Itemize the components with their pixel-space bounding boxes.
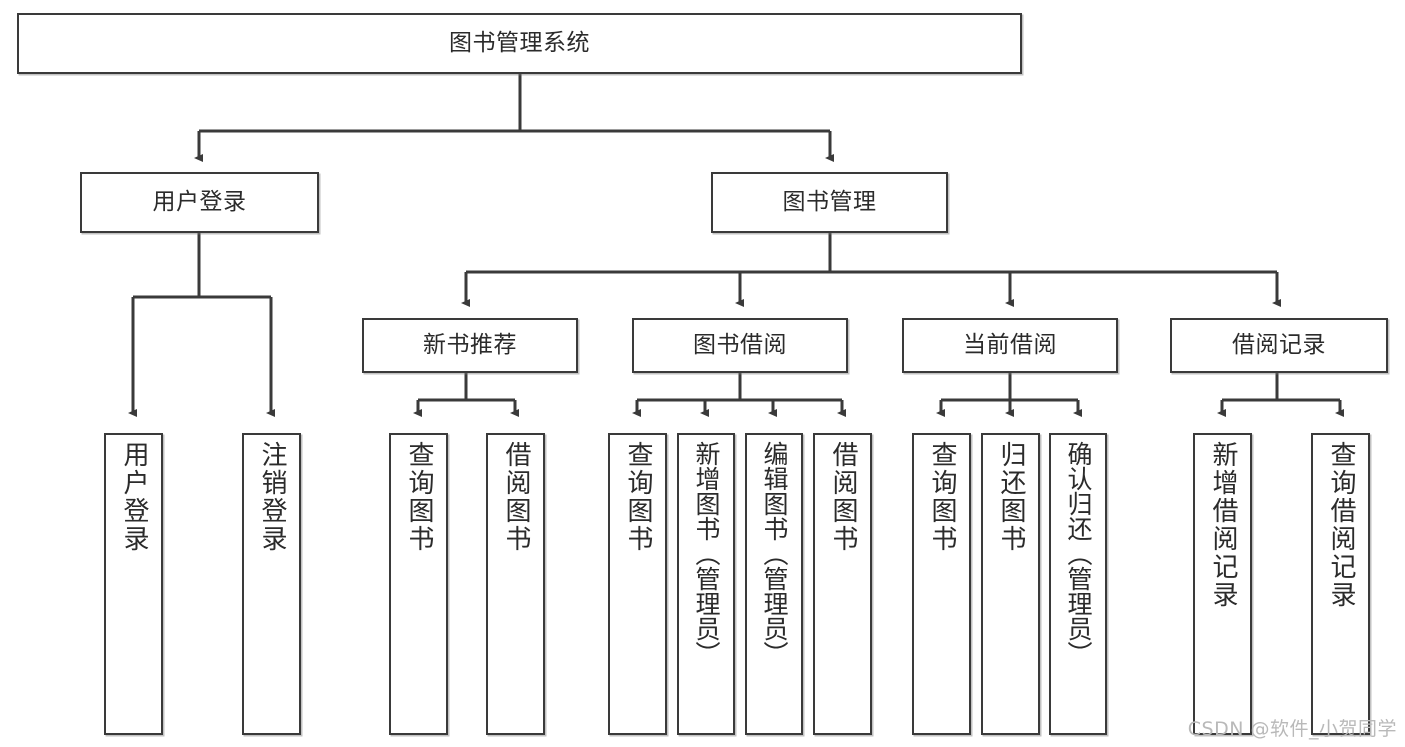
node-root-book-management-system[interactable]: 图书管理系统	[17, 13, 1022, 74]
node-label: 借阅图书	[828, 441, 859, 553]
node-label: 编辑图书（管理员）	[760, 441, 789, 666]
leaf-current-return-book[interactable]: 归还图书	[981, 433, 1040, 735]
leaf-current-query-book[interactable]: 查询图书	[912, 433, 971, 735]
node-label: 新增借阅记录	[1208, 441, 1239, 609]
node-label: 新增图书（管理员）	[692, 441, 721, 666]
node-label: 查询图书	[623, 441, 654, 553]
node-label: 借阅记录	[1232, 331, 1326, 358]
leaf-records-add-record[interactable]: 新增借阅记录	[1193, 433, 1252, 735]
leaf-records-query-record[interactable]: 查询借阅记录	[1311, 433, 1370, 735]
leaf-borrow-borrow-book[interactable]: 借阅图书	[813, 433, 872, 735]
node-borrow-records[interactable]: 借阅记录	[1170, 318, 1388, 373]
leaf-borrow-edit-book-admin[interactable]: 编辑图书（管理员）	[745, 433, 803, 735]
node-new-book-recommend[interactable]: 新书推荐	[362, 318, 578, 373]
node-label: 图书借阅	[693, 331, 787, 358]
node-label: 新书推荐	[423, 331, 517, 358]
node-label: 查询借阅记录	[1326, 441, 1357, 609]
node-book-management[interactable]: 图书管理	[711, 172, 948, 233]
leaf-borrow-add-book-admin[interactable]: 新增图书（管理员）	[677, 433, 735, 735]
node-label: 用户登录	[152, 188, 247, 215]
node-label: 借阅图书	[501, 441, 532, 553]
leaf-user-login-logout[interactable]: 注销登录	[242, 433, 301, 735]
node-label: 图书管理系统	[449, 29, 590, 56]
node-label: 确认归还（管理员）	[1064, 441, 1093, 666]
leaf-new-book-query[interactable]: 查询图书	[389, 433, 448, 735]
node-current-borrow[interactable]: 当前借阅	[902, 318, 1118, 373]
node-label: 归还图书	[996, 441, 1027, 553]
leaf-new-book-borrow[interactable]: 借阅图书	[486, 433, 545, 735]
leaf-user-login-login[interactable]: 用户登录	[104, 433, 163, 735]
csdn-watermark: CSDN @软件_小贺同学	[1187, 718, 1397, 740]
node-label: 图书管理	[782, 188, 877, 215]
leaf-current-confirm-return-admin[interactable]: 确认归还（管理员）	[1049, 433, 1107, 735]
leaf-borrow-query-book[interactable]: 查询图书	[608, 433, 667, 735]
node-book-borrow[interactable]: 图书借阅	[632, 318, 848, 373]
node-label: 当前借阅	[963, 331, 1057, 358]
node-label: 查询图书	[927, 441, 958, 553]
node-user-login[interactable]: 用户登录	[80, 172, 319, 233]
node-label: 用户登录	[119, 441, 150, 553]
node-label: 查询图书	[404, 441, 435, 553]
node-label: 注销登录	[257, 441, 288, 553]
